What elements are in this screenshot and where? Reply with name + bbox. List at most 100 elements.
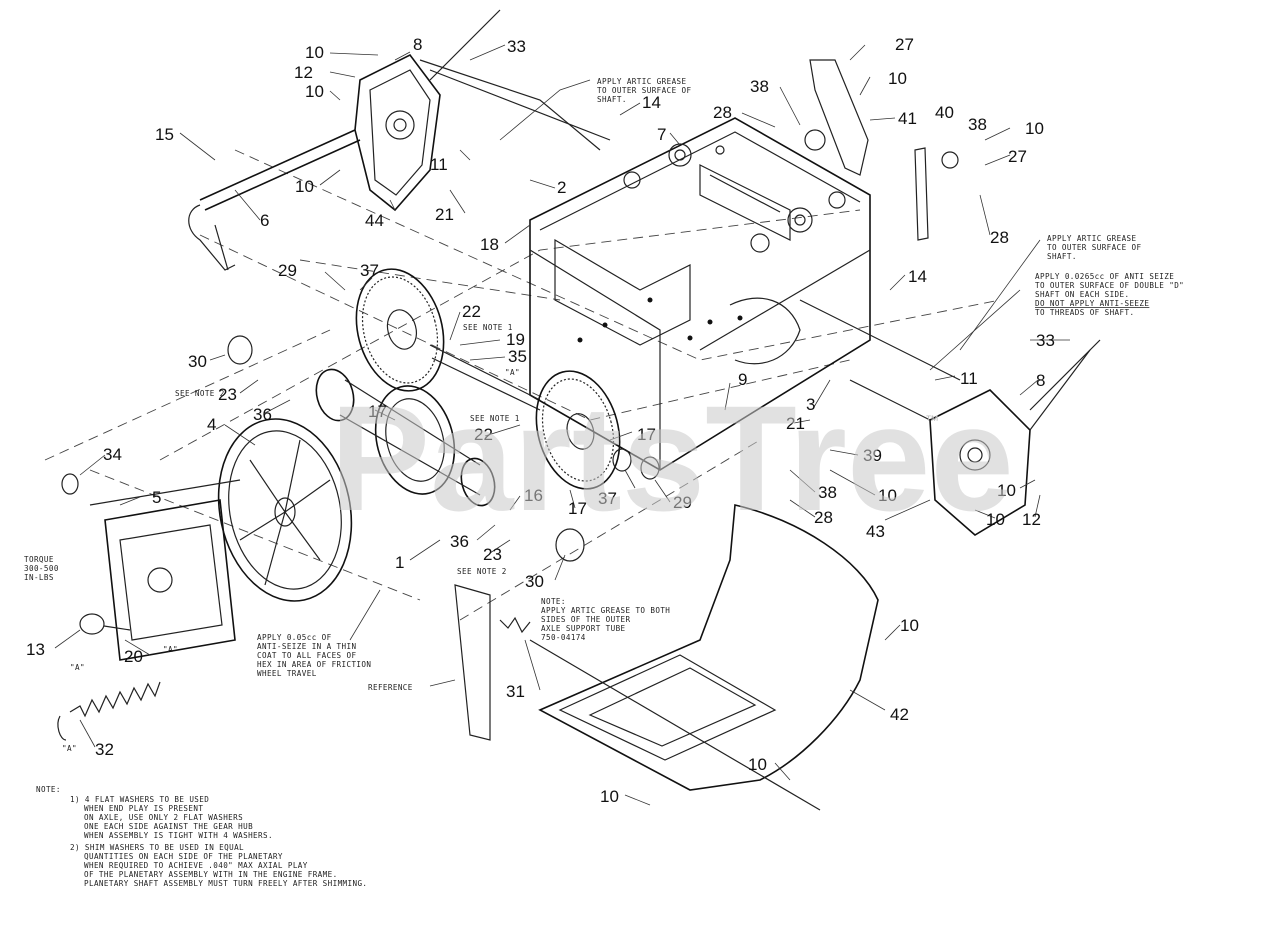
label-29: 29 bbox=[673, 493, 692, 512]
label-14: 14 bbox=[908, 267, 927, 286]
label-33: 33 bbox=[507, 37, 526, 56]
ref-a-3: "A" bbox=[163, 645, 178, 654]
label-10: 10 bbox=[1025, 119, 1044, 138]
note1-line2: WHEN END PLAY IS PRESENT bbox=[84, 804, 203, 813]
ref-a-1: "A" bbox=[505, 368, 520, 377]
label-8: 8 bbox=[1036, 371, 1045, 390]
upper-shaft bbox=[188, 129, 361, 271]
anti-seize-line2: TO OUTER SURFACE OF DOUBLE "D" bbox=[1035, 281, 1184, 290]
left-gear-housing bbox=[354, 53, 611, 212]
lower-gear bbox=[535, 370, 621, 490]
label-4: 4 bbox=[207, 415, 216, 434]
anti-seize-line4: DO NOT APPLY ANTI-SEEZE bbox=[1035, 299, 1149, 308]
friction-line5: WHEEL TRAVEL bbox=[257, 669, 317, 678]
reference-bracket bbox=[454, 584, 821, 811]
see-note-2-left: SEE NOTE 2 bbox=[175, 389, 225, 398]
label-42: 42 bbox=[890, 705, 909, 724]
note2-line1: 2) SHIM WASHERS TO BE USED IN EQUAL bbox=[70, 843, 244, 852]
friction-line3: COAT TO ALL FACES OF bbox=[257, 651, 356, 660]
grease-right-line2: TO OUTER SURFACE OF bbox=[1047, 243, 1141, 252]
label-7: 7 bbox=[657, 125, 666, 144]
label-15: 15 bbox=[155, 125, 174, 144]
label-41: 41 bbox=[898, 109, 917, 128]
label-10: 10 bbox=[900, 616, 919, 635]
label-28: 28 bbox=[713, 103, 732, 122]
label-11: 11 bbox=[430, 155, 448, 174]
label-34: 34 bbox=[103, 445, 122, 464]
friction-line2: ANTI-SEIZE IN A THIN bbox=[257, 642, 356, 651]
control-cables bbox=[429, 9, 1101, 411]
note1-line3: ON AXLE, USE ONLY 2 FLAT WASHERS bbox=[84, 813, 243, 822]
grease-right-line3: SHAFT. bbox=[1047, 252, 1077, 261]
ref-a-4: "A" bbox=[62, 744, 77, 753]
label-37: 37 bbox=[598, 489, 617, 508]
axle-note-line3: SIDES OF THE OUTER bbox=[541, 615, 631, 624]
axle-note-line1: NOTE: bbox=[541, 597, 566, 606]
pivot-bolt bbox=[79, 613, 131, 635]
note1-line1: 1) 4 FLAT WASHERS TO BE USED bbox=[70, 795, 209, 804]
see-note-2-lower: SEE NOTE 2 bbox=[457, 567, 507, 576]
reference-label: REFERENCE bbox=[368, 683, 413, 692]
friction-line1: APPLY 0.05cc OF bbox=[257, 633, 332, 642]
grease-top-line1: APPLY ARTIC GREASE bbox=[597, 77, 687, 86]
note2-line3: WHEN REQUIRED TO ACHIEVE .040" MAX AXIAL… bbox=[84, 861, 308, 870]
friction-line4: HEX IN AREA OF FRICTION bbox=[257, 660, 371, 669]
grease-top-line3: SHAFT. bbox=[597, 95, 627, 104]
label-17: 17 bbox=[637, 425, 656, 444]
spring bbox=[57, 681, 161, 741]
label-12: 12 bbox=[294, 63, 313, 82]
label-17: 17 bbox=[368, 402, 387, 421]
label-36: 36 bbox=[253, 405, 272, 424]
axle-note-line5: 750-04174 bbox=[541, 633, 586, 642]
grease-top-line2: TO OUTER SURFACE OF bbox=[597, 86, 691, 95]
label-22: 22 bbox=[474, 425, 493, 444]
label-10: 10 bbox=[748, 755, 767, 774]
label-43: 43 bbox=[866, 522, 885, 541]
label-10: 10 bbox=[888, 69, 907, 88]
note2-line4: OF THE PLANETARY ASSEMBLY WITH IN THE EN… bbox=[84, 870, 338, 879]
label-18: 18 bbox=[480, 235, 499, 254]
label-27: 27 bbox=[895, 35, 914, 54]
label-10: 10 bbox=[986, 510, 1005, 529]
axle-note-line2: APPLY ARTIC GREASE TO BOTH bbox=[541, 606, 670, 615]
label-40: 40 bbox=[935, 103, 954, 122]
lower-cover bbox=[538, 504, 879, 791]
label-31: 31 bbox=[506, 682, 525, 701]
label-5: 5 bbox=[152, 488, 161, 507]
anti-seize-line3: SHAFT ON EACH SIDE. bbox=[1035, 290, 1129, 299]
label-1: 1 bbox=[395, 553, 404, 572]
label-27: 27 bbox=[1008, 147, 1027, 166]
planetary-assembly bbox=[227, 335, 660, 562]
watermark-text: PartsTree bbox=[330, 374, 1014, 542]
label-8: 8 bbox=[413, 35, 422, 54]
note2-line2: QUANTITIES ON EACH SIDE OF THE PLANETARY bbox=[84, 852, 283, 861]
label-11: 11 bbox=[960, 369, 978, 388]
label-23: 23 bbox=[483, 545, 502, 564]
label-10: 10 bbox=[600, 787, 619, 806]
label-35: 35 bbox=[508, 347, 527, 366]
label-28: 28 bbox=[990, 228, 1009, 247]
label-21: 21 bbox=[435, 205, 454, 224]
label-10: 10 bbox=[997, 481, 1016, 500]
general-notes: NOTE: 1) 4 FLAT WASHERS TO BE USED WHEN … bbox=[36, 785, 367, 888]
anti-seize-line5: TO THREADS OF SHAFT. bbox=[1035, 308, 1134, 317]
label-36: 36 bbox=[450, 532, 469, 551]
label-16: 16 bbox=[524, 486, 543, 505]
label-20: 20 bbox=[124, 647, 143, 666]
torque-line1: TORQUE bbox=[24, 555, 54, 564]
watermark-trademark: ™ bbox=[925, 412, 939, 428]
label-2: 2 bbox=[557, 178, 566, 197]
label-44: 44 bbox=[365, 211, 384, 230]
label-6: 6 bbox=[260, 211, 269, 230]
note2-line5: PLANETARY SHAFT ASSEMBLY MUST TURN FREEL… bbox=[84, 879, 367, 888]
part-numbers: 10 8 33 12 10 14 15 7 11 2 10 6 44 21 18… bbox=[26, 35, 1055, 806]
label-10: 10 bbox=[295, 177, 314, 196]
see-note-1-lower: SEE NOTE 1 bbox=[470, 414, 520, 423]
leader-lines bbox=[54, 44, 1070, 806]
label-23: 23 bbox=[218, 385, 237, 404]
upper-gear bbox=[355, 268, 541, 411]
ref-a-2: "A" bbox=[70, 663, 85, 672]
notes-title: NOTE: bbox=[36, 785, 61, 794]
label-9: 9 bbox=[738, 370, 747, 389]
grease-right-line1: APPLY ARTIC GREASE bbox=[1047, 234, 1137, 243]
